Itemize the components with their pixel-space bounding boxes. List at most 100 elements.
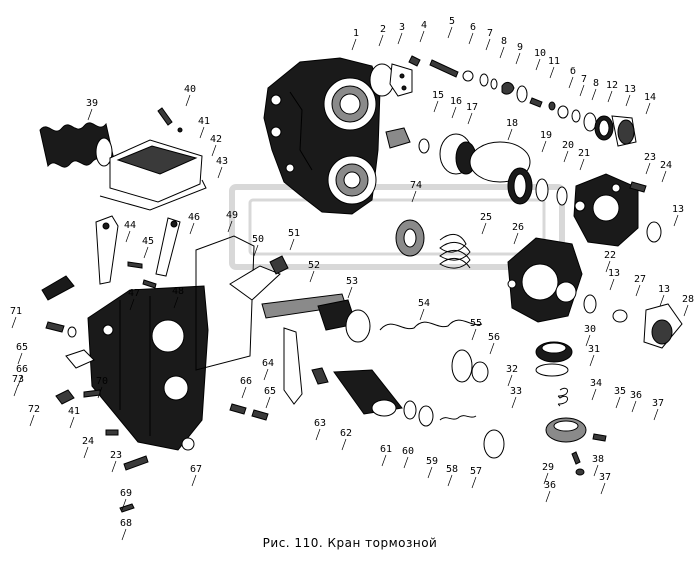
leader-line xyxy=(507,128,513,141)
valve-upper-body xyxy=(263,57,381,215)
part-number-label: 74 xyxy=(410,180,422,191)
leader-line xyxy=(543,472,549,485)
leader-line xyxy=(191,474,197,487)
leader-line xyxy=(563,150,569,163)
part-number-label: 9 xyxy=(517,42,523,53)
leader-line xyxy=(11,316,17,329)
part-number-label: 31 xyxy=(588,344,600,355)
part-number-label: 47 xyxy=(128,288,140,299)
leader-line xyxy=(351,38,357,51)
leader-line xyxy=(635,284,641,297)
leader-line xyxy=(173,296,179,309)
leader-line xyxy=(513,232,519,245)
part-number-label: 45 xyxy=(142,236,154,247)
part-number-label: 27 xyxy=(634,274,646,285)
part-number-label: 57 xyxy=(470,466,482,477)
leader-line xyxy=(419,30,425,43)
part-number-label: 8 xyxy=(501,36,507,47)
lower-cylinder xyxy=(283,327,403,417)
part-number-label: 17 xyxy=(466,102,478,113)
part-number-label: 70 xyxy=(96,376,108,387)
leader-line xyxy=(683,304,689,317)
leader-line xyxy=(433,100,439,113)
leader-line xyxy=(263,368,269,381)
gasket xyxy=(195,235,255,371)
leader-line xyxy=(129,298,135,311)
rubber-boot xyxy=(39,122,115,168)
part-number-label: 32 xyxy=(506,364,518,375)
leader-line xyxy=(653,408,659,421)
part-number-label: 65 xyxy=(264,386,276,397)
part-number-label: 73 xyxy=(12,374,24,385)
right-cover xyxy=(573,173,662,247)
leader-line xyxy=(481,222,487,235)
part-number-label: 2 xyxy=(380,24,386,35)
part-number-label: 7 xyxy=(581,74,587,85)
leader-line xyxy=(83,446,89,459)
leader-line xyxy=(579,158,585,171)
leader-line xyxy=(549,66,555,79)
upper-small-parts xyxy=(429,59,637,147)
part-number-label: 35 xyxy=(614,386,626,397)
part-number-label: 21 xyxy=(578,148,590,159)
part-number-label: 6 xyxy=(470,22,476,33)
part-number-label: 12 xyxy=(606,80,618,91)
part-number-label: 51 xyxy=(288,228,300,239)
leader-line xyxy=(600,482,606,495)
leader-line xyxy=(645,102,651,115)
part-number-label: 41 xyxy=(198,116,210,127)
part-number-label: 37 xyxy=(599,472,611,483)
part-number-label: 71 xyxy=(10,306,22,317)
leader-line xyxy=(568,76,574,89)
figure-caption: Рис. 110. Кран тормозной xyxy=(262,536,438,550)
part-number-label: 58 xyxy=(446,464,458,475)
leader-line xyxy=(227,220,233,233)
part-number-label: 72 xyxy=(28,404,40,415)
part-number-label: 23 xyxy=(110,450,122,461)
leader-line xyxy=(591,388,597,401)
part-number-label: 48 xyxy=(172,286,184,297)
part-number-label: 65 xyxy=(16,342,28,353)
part-number-label: 67 xyxy=(190,464,202,475)
part-number-label: 1 xyxy=(353,28,359,39)
part-number-label: 50 xyxy=(252,234,264,245)
leader-line xyxy=(125,230,131,243)
part-number-label: 10 xyxy=(534,48,546,59)
part-number-label: 28 xyxy=(682,294,694,305)
left-fasteners xyxy=(41,275,269,513)
leader-line xyxy=(199,126,205,139)
part-number-label: 30 xyxy=(584,324,596,335)
part-number-label: 66 xyxy=(240,376,252,387)
leader-line xyxy=(13,384,19,397)
leader-line xyxy=(217,166,223,179)
diaphragm-assembly xyxy=(535,341,607,476)
leader-line xyxy=(471,328,477,341)
part-number-label: 68 xyxy=(120,518,132,529)
part-number-label: 63 xyxy=(314,418,326,429)
leader-line xyxy=(341,438,347,451)
part-number-label: 23 xyxy=(644,152,656,163)
leader-line xyxy=(511,396,517,409)
part-number-label: 37 xyxy=(652,398,664,409)
part-number-label: 13 xyxy=(672,204,684,215)
part-number-label: 53 xyxy=(346,276,358,287)
part-number-label: 36 xyxy=(544,480,556,491)
leader-line xyxy=(591,88,597,101)
leader-line xyxy=(347,286,353,299)
part-number-label: 61 xyxy=(380,444,392,455)
part-number-label: 26 xyxy=(512,222,524,233)
leader-line xyxy=(659,294,665,307)
leader-line xyxy=(29,414,35,427)
leader-line xyxy=(499,46,505,59)
part-number-label: 38 xyxy=(592,454,604,465)
leader-line xyxy=(467,112,473,125)
leader-line xyxy=(661,170,667,183)
leader-line xyxy=(411,190,417,203)
part-number-label: 54 xyxy=(418,298,430,309)
part-number-label: 24 xyxy=(660,160,672,171)
leader-line xyxy=(585,334,591,347)
leader-line xyxy=(17,374,23,387)
part-number-label: 39 xyxy=(86,98,98,109)
